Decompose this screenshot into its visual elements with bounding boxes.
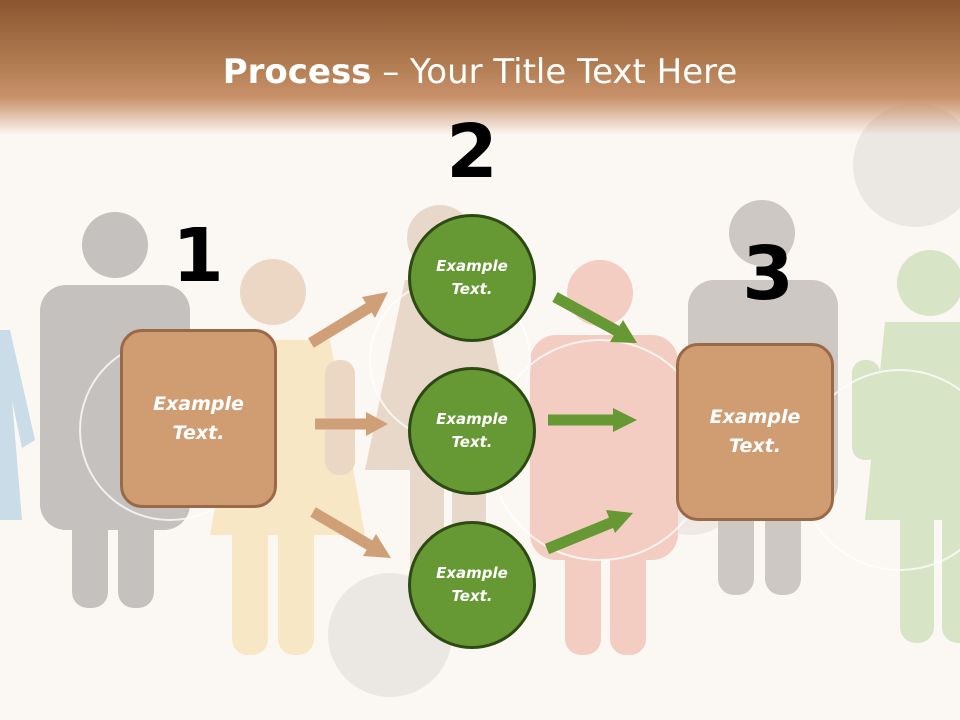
process-box-left-label: Example Text. <box>153 392 244 444</box>
title-bold: Process <box>222 52 372 92</box>
process-circle-middle: Example Text. <box>408 367 536 495</box>
title-rest: – Your Title Text Here <box>371 52 738 92</box>
arrow-to-middle-circle <box>315 412 388 436</box>
arrow-to-bottom-circle <box>310 507 391 558</box>
page-title: Process – Your Title Text Here <box>0 52 960 92</box>
process-box-left: Example Text. <box>120 329 277 508</box>
process-box-right-label: Example Text. <box>709 406 801 457</box>
header-band <box>0 0 960 135</box>
step-number-3: 3 <box>742 231 794 317</box>
bg-figure-blue <box>0 330 35 520</box>
process-circle-top-label: Example Text. <box>436 257 508 298</box>
step-number-2: 2 <box>446 109 498 195</box>
arrow-to-top-circle <box>308 292 388 348</box>
process-circle-bottom: Example Text. <box>408 521 536 649</box>
process-circle-middle-label: Example Text. <box>436 410 508 451</box>
arrow-from-bottom-circle <box>544 510 633 555</box>
arrow-from-middle-circle <box>548 408 637 432</box>
process-circle-bottom-label: Example Text. <box>436 564 508 605</box>
bg-figure-peach <box>240 259 355 475</box>
arrow-from-top-circle <box>552 292 637 343</box>
step-number-1: 1 <box>172 213 224 299</box>
process-circle-top: Example Text. <box>408 214 536 342</box>
process-box-right: Example Text. <box>676 343 834 521</box>
